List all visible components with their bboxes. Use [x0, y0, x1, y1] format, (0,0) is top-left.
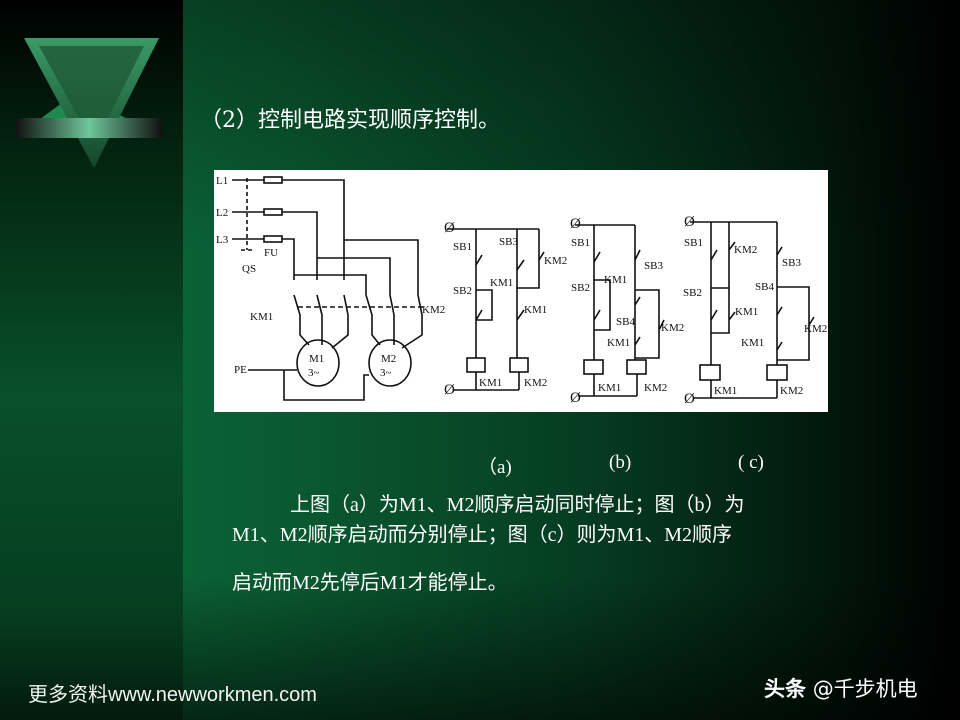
diagram-label: Ø — [444, 220, 455, 236]
diagram-label: SB3 — [782, 257, 801, 269]
footer-watermark: 头条 @千步机电 — [764, 673, 918, 703]
diagram-label: KM2 — [661, 322, 684, 334]
main-circuit — [232, 176, 426, 401]
diagram-label: KM2 — [544, 255, 567, 267]
diagram-label: KM2 — [734, 244, 757, 256]
caption-a: （a) — [478, 457, 512, 478]
diagram-label: L2 — [216, 207, 228, 219]
diagram-label: SB1 — [684, 237, 703, 249]
diagram-label: KM2 — [422, 304, 445, 316]
author-handle: @千步机电 — [812, 677, 918, 701]
diagram-label: Ø — [684, 391, 695, 407]
diagram-label: KM1 — [604, 274, 627, 286]
diagram-label: SB1 — [453, 241, 472, 253]
diagram-label: Ø — [570, 216, 581, 232]
diagram-label: L3 — [216, 234, 229, 246]
diagram-label: KM1 — [524, 304, 547, 316]
triangle-logo — [16, 38, 162, 168]
diagram-label: SB2 — [453, 285, 472, 297]
diagram-label: KM1 — [598, 382, 621, 394]
caption-b: (b) — [609, 452, 632, 473]
diagram-label: PE — [234, 364, 247, 376]
paragraph-line-1: 上图（a）为M1、M2顺序启动同时停止；图（b）为 — [290, 494, 745, 516]
diagram-label: SB4 — [755, 281, 774, 293]
diagram-label: KM1 — [741, 337, 764, 349]
diagram-label: 3~ — [308, 367, 320, 379]
control-circuit-c — [690, 221, 815, 399]
diagram-label: Ø — [684, 214, 695, 230]
diagram-label: Ø — [570, 390, 581, 406]
diagram-label: SB4 — [616, 316, 635, 328]
diagram-label: KM1 — [607, 337, 630, 349]
diagram-label: KM2 — [524, 377, 547, 389]
diagram-label: M2 — [381, 353, 396, 365]
diagram-label: SB3 — [499, 236, 518, 248]
footer-website: 更多资料www.newworkmen.com — [28, 684, 317, 706]
diagram-label: M1 — [309, 353, 324, 365]
slide-heading: （2）控制电路实现顺序控制。 — [200, 108, 500, 133]
control-circuit-b — [575, 224, 665, 397]
diagram-label: SB1 — [571, 237, 590, 249]
diagram-label: 3~ — [380, 367, 392, 379]
diagram-label: QS — [242, 263, 256, 275]
diagram-label: KM2 — [804, 323, 827, 335]
diagram-label: SB3 — [644, 260, 663, 272]
diagram-label: L1 — [216, 175, 228, 187]
diagram-label: KM1 — [479, 377, 502, 389]
diagram-label: KM1 — [714, 385, 737, 397]
diagram-label: FU — [264, 247, 278, 259]
brand-name: 头条 — [764, 677, 806, 701]
caption-c: ( c) — [738, 452, 764, 473]
diagram-label: KM1 — [490, 277, 513, 289]
diagram-label: KM1 — [735, 306, 758, 318]
diagram-label: KM2 — [644, 382, 667, 394]
diagram-label: KM2 — [780, 385, 803, 397]
diagram-label: SB2 — [571, 282, 590, 294]
paragraph-line-3: 启动而M2先停后M1才能停止。 — [232, 572, 508, 594]
control-circuit-a — [447, 228, 545, 391]
paragraph-line-2: M1、M2顺序启动而分别停止；图（c）则为M1、M2顺序 — [232, 524, 733, 546]
diagram-label: KM1 — [250, 311, 273, 323]
diagram-label: Ø — [444, 382, 455, 398]
diagram-label: SB2 — [683, 287, 702, 299]
